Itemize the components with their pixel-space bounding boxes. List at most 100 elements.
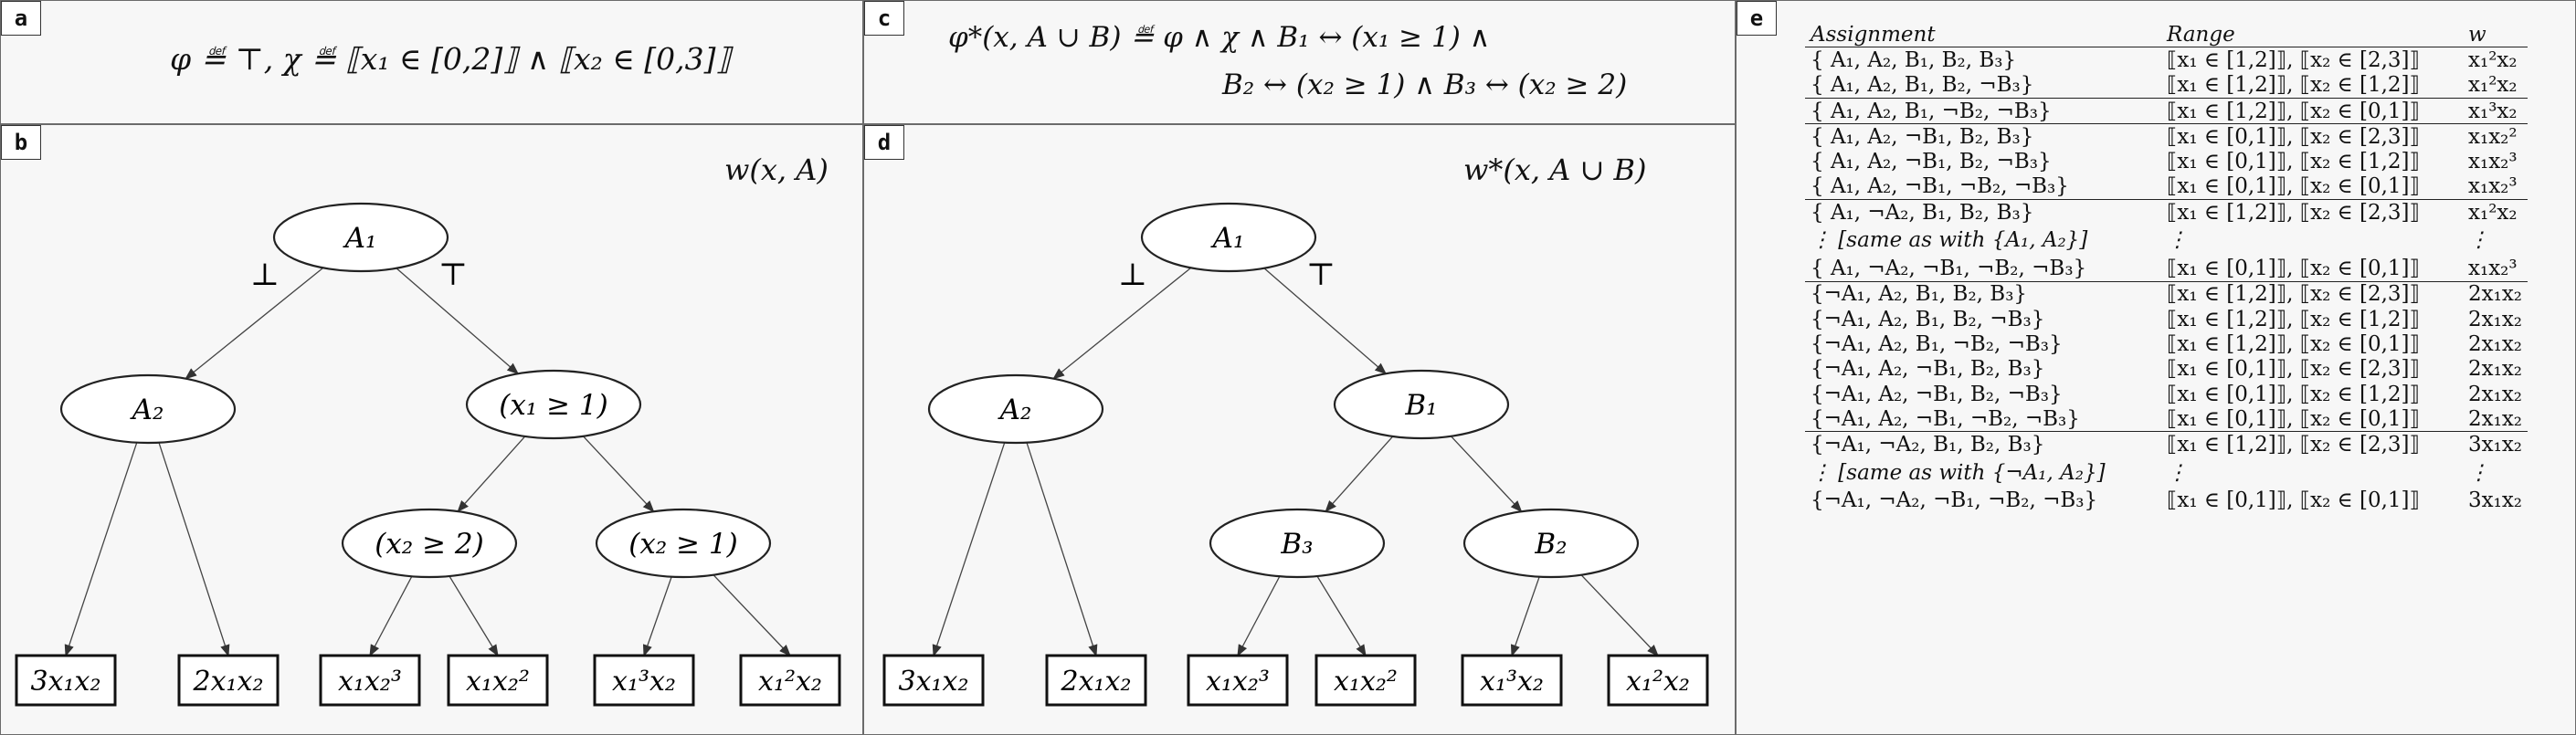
weight-cell: 2x₁x₂ <box>2468 382 2523 406</box>
tree-leaf <box>1314 654 1417 707</box>
tree-leaf <box>15 654 117 707</box>
assignment-cell: {¬A₁, A₂, ¬B₁, B₂, B₃} <box>1811 357 2045 382</box>
tree-node <box>1462 508 1640 579</box>
range-cell: ⟦x₁ ∈ [0,1]⟧, ⟦x₂ ∈ [1,2]⟧ <box>2167 382 2420 406</box>
tree-node <box>927 373 1104 445</box>
assignment-cell: {¬A₁, A₂, B₁, B₂, B₃} <box>1805 280 2161 307</box>
range-cell: ⟦x₁ ∈ [0,1]⟧, ⟦x₂ ∈ [2,3]⟧ <box>2161 123 2463 150</box>
range-cell: ⟦x₁ ∈ [0,1]⟧, ⟦x₂ ∈ [2,3]⟧ <box>2167 357 2420 382</box>
tree-node-label: A₁ <box>1210 222 1245 255</box>
weight-cell: x₁²x₂ <box>2468 73 2518 98</box>
weight-cell: 2x₁x₂ <box>2468 406 2523 431</box>
assignment-cell: {¬A₁, A₂, B₁, ¬B₂, ¬B₃} <box>1811 331 2063 356</box>
tree-leaf <box>177 654 280 707</box>
tree-leaf-label: x₁x₂² <box>1334 666 1398 698</box>
range-cell: ⟦x₁ ∈ [1,2]⟧, ⟦x₂ ∈ [0,1]⟧ <box>2161 97 2463 124</box>
tree-node-label: B₂ <box>1534 528 1567 561</box>
weight-cell: 2x₁x₂ <box>2468 307 2523 331</box>
assignment-cell: {¬A₁, A₂, B₁, B₂, ¬B₃} <box>1811 307 2045 331</box>
assignment-cell: { A₁, ¬A₂, B₁, B₂, B₃} <box>1805 199 2161 226</box>
range-cell: ⟦x₁ ∈ [1,2]⟧, ⟦x₂ ∈ [2,3]⟧ <box>2161 431 2463 457</box>
table-ellipsis-row: ⋮ [same as with {¬A₁, A₂}]⋮⋮ <box>1805 457 2528 488</box>
tree-leaf-label: x₁x₂³ <box>1206 666 1270 698</box>
tree-leaf <box>1187 654 1289 707</box>
formula-c-line2: B₂ ↔ (x₂ ≥ 1) ∧ B₃ ↔ (x₂ ≥ 2) <box>1222 68 1628 101</box>
table-row: {¬A₁, A₂, B₁, B₂, ¬B₃} ⟦x₁ ∈ [1,2]⟧, ⟦x₂ … <box>1805 307 2528 331</box>
tree-leaf <box>882 654 985 707</box>
panel-label-e: e <box>1737 1 1777 36</box>
assignment-cell: { A₁, ¬A₂, ¬B₁, ¬B₂, ¬B₃} <box>1811 257 2087 281</box>
table-row: {¬A₁, A₂, B₁, B₂, B₃}⟦x₁ ∈ [1,2]⟧, ⟦x₂ ∈… <box>1805 280 2528 307</box>
tree-edge <box>1316 575 1367 657</box>
panel-label-b: b <box>1 125 41 160</box>
weight-cell: x₁x₂³ <box>2468 150 2518 174</box>
table-row: { A₁, ¬A₂, ¬B₁, ¬B₂, ¬B₃}⟦x₁ ∈ [0,1]⟧, ⟦… <box>1805 256 2528 281</box>
tree-edge <box>713 574 791 656</box>
tree-edge <box>932 442 1006 657</box>
tree-edge <box>449 575 499 657</box>
table-row: {¬A₁, A₂, B₁, ¬B₂, ¬B₃} ⟦x₁ ∈ [1,2]⟧, ⟦x₂… <box>1805 331 2528 356</box>
assignment-table: Assignment Range w { A₁, A₂, B₁, B₂, B₃}… <box>1805 22 2528 513</box>
table-row: {¬A₁, A₂, ¬B₁, B₂, ¬B₃} ⟦x₁ ∈ [0,1]⟧, ⟦x₂… <box>1805 382 2528 406</box>
range-cell: ⟦x₁ ∈ [0,1]⟧, ⟦x₂ ∈ [0,1]⟧ <box>2167 406 2420 431</box>
range-cell: ⟦x₁ ∈ [1,2]⟧, ⟦x₂ ∈ [2,3]⟧ <box>2161 199 2463 226</box>
table-row: { A₁, A₂, ¬B₁, ¬B₂, ¬B₃} ⟦x₁ ∈ [0,1]⟧, ⟦x… <box>1805 174 2528 200</box>
assignment-cell: {¬A₁, A₂, ¬B₁, B₂, ¬B₃} <box>1811 382 2063 406</box>
tree-node <box>1333 369 1510 440</box>
tree-leaf-label: x₁³x₂ <box>1480 666 1544 698</box>
tree-edge <box>64 442 138 657</box>
tree-node-label: A₂ <box>998 394 1032 426</box>
panel-c: c φ*(x, A ∪ B) ≝ φ ∧ χ ∧ B₁ ↔ (x₁ ≥ 1) ∧… <box>863 0 1736 124</box>
assignment-cell: { A₁, A₂, B₁, B₂, B₃} <box>1811 47 2017 72</box>
tree-edge <box>185 267 324 380</box>
tree-leaf <box>1045 654 1147 707</box>
tree-leaf-label: x₁³x₂ <box>612 666 676 698</box>
range-cell: ⟦x₁ ∈ [1,2]⟧, ⟦x₂ ∈ [2,3]⟧ <box>2161 280 2463 307</box>
weight-cell: 2x₁x₂ <box>2463 280 2528 307</box>
table-row: {¬A₁, A₂, ¬B₁, ¬B₂, ¬B₃} ⟦x₁ ∈ [0,1]⟧, ⟦x… <box>1805 406 2528 432</box>
header-assignment: Assignment <box>1805 22 2161 48</box>
range-cell: ⟦x₁ ∈ [0,1]⟧, ⟦x₂ ∈ [0,1]⟧ <box>2167 174 2420 199</box>
tree-node <box>595 508 772 579</box>
tree-edge <box>457 436 526 513</box>
assignment-cell: { A₁, A₂, B₁, ¬B₂, ¬B₃} <box>1805 97 2161 124</box>
tree-leaf-label: x₁²x₂ <box>1626 666 1690 698</box>
tree-leaf <box>593 654 695 707</box>
range-cell: ⟦x₁ ∈ [1,2]⟧, ⟦x₂ ∈ [1,2]⟧ <box>2167 73 2420 98</box>
tree-leaf-label: 3x₁x₂ <box>899 666 969 698</box>
tree-edge <box>158 442 230 657</box>
tree-leaf-label: x₁x₂³ <box>338 666 402 698</box>
table-row: { A₁, A₂, B₁, B₂, B₃}⟦x₁ ∈ [1,2]⟧, ⟦x₂ ∈… <box>1805 47 2528 73</box>
range-cell: ⟦x₁ ∈ [1,2]⟧, ⟦x₂ ∈ [1,2]⟧ <box>2167 307 2420 331</box>
tree-leaf <box>1607 654 1709 707</box>
tree-edge <box>1237 575 1281 657</box>
panel-title-b: w(x, A) <box>724 152 829 187</box>
panel-label-d: d <box>864 125 904 160</box>
range-cell: ⟦x₁ ∈ [1,2]⟧, ⟦x₂ ∈ [0,1]⟧ <box>2167 331 2420 356</box>
assignment-cell: {¬A₁, ¬A₂, ¬B₁, ¬B₂, ¬B₃} <box>1811 488 2098 513</box>
tree-node-label: (x₂ ≥ 2) <box>375 528 484 561</box>
tree-node-label: B₁ <box>1404 389 1437 422</box>
edge-label: ⊥ <box>250 257 280 293</box>
tree-edge <box>1580 574 1659 656</box>
assignment-cell: {¬A₁, A₂, ¬B₁, ¬B₂, ¬B₃} <box>1811 406 2080 431</box>
tree-edge <box>1510 576 1540 657</box>
weight-cell: 3x₁x₂ <box>2468 488 2523 513</box>
assignment-cell: { A₁, A₂, B₁, B₂, ¬B₃} <box>1811 73 2034 98</box>
tree-edge <box>396 268 520 375</box>
tree-leaf-label: 3x₁x₂ <box>31 666 101 698</box>
tree-leaf-label: x₁²x₂ <box>758 666 822 698</box>
tree-edge <box>1263 268 1388 375</box>
header-w: w <box>2463 22 2528 48</box>
panel-label-c: c <box>864 1 904 36</box>
tree-leaf <box>739 654 841 707</box>
tree-node-label: A₁ <box>343 222 377 255</box>
weight-cell: ⋮ <box>2468 228 2489 253</box>
weight-cell: x₁x₂³ <box>2468 257 2518 281</box>
table-row: { A₁, A₂, ¬B₁, B₂, ¬B₃}⟦x₁ ∈ [0,1]⟧, ⟦x₂… <box>1805 149 2528 173</box>
assignment-cell: {¬A₁, ¬A₂, B₁, B₂, B₃} <box>1805 431 2161 457</box>
assignment-cell: { A₁, A₂, ¬B₁, B₂, B₃} <box>1805 123 2161 150</box>
assignment-cell: { A₁, A₂, ¬B₁, ¬B₂, ¬B₃} <box>1811 174 2069 199</box>
